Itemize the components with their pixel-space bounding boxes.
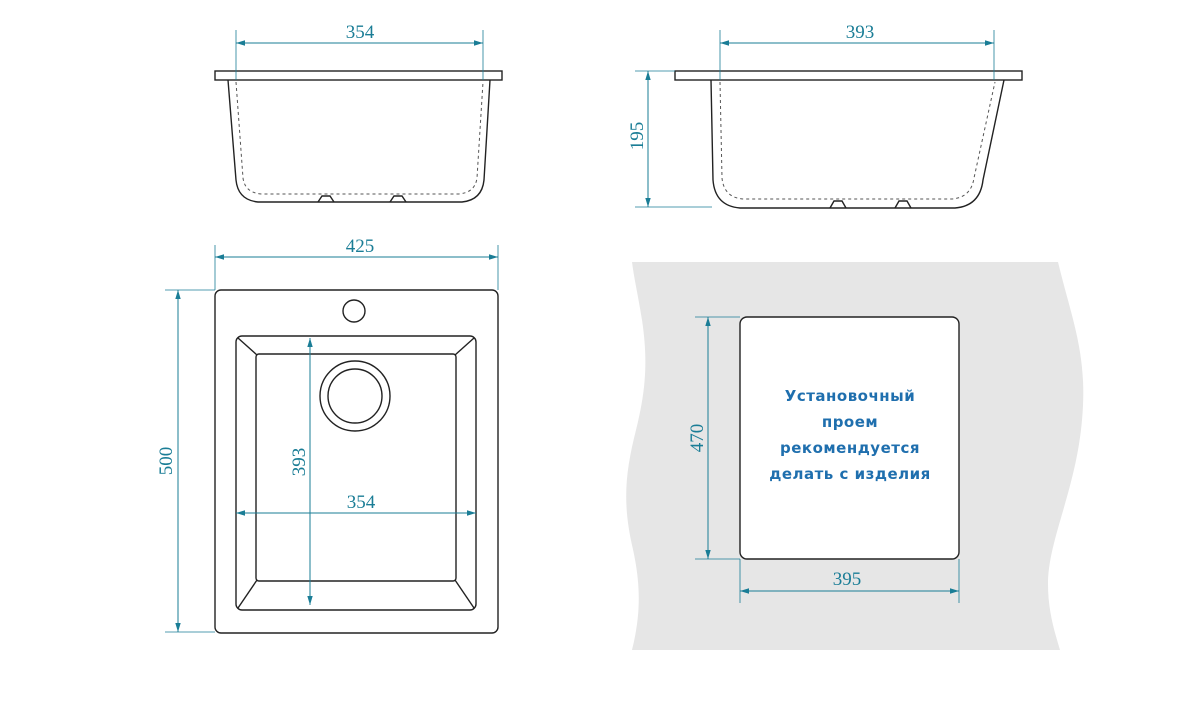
cutout-view: Установочный проем рекомендуется делать …	[626, 262, 1084, 650]
bevel-bl	[237, 579, 258, 609]
cutout-height-label: 470	[687, 424, 708, 453]
top-width-label: 425	[346, 236, 375, 257]
top-bowl-inner	[255, 353, 457, 582]
front-rim	[214, 70, 503, 81]
cutout-note-line4: делать с изделия	[769, 465, 931, 483]
top-height-label: 500	[156, 447, 177, 476]
side-drain	[829, 200, 847, 209]
bowl-height-label: 393	[289, 448, 310, 477]
top-bowl-outer	[235, 335, 477, 611]
drain-inner	[327, 368, 383, 424]
cutout-width-label: 395	[833, 569, 862, 590]
cutout-note-line1: Установочный	[785, 387, 915, 405]
side-view: 393 195	[627, 22, 1023, 209]
cutout-opening	[739, 316, 960, 560]
side-drain-2	[894, 200, 912, 209]
side-bowl	[710, 79, 1005, 209]
front-view: 354	[214, 22, 503, 203]
side-bowl-inner	[719, 81, 996, 200]
side-height-label: 195	[627, 122, 648, 151]
front-width-label: 354	[346, 22, 375, 43]
front-drain	[317, 195, 335, 203]
cutout-note-line3: рекомендуется	[780, 439, 920, 457]
drain-outer	[319, 360, 391, 432]
front-drain-2	[389, 195, 407, 203]
faucet-hole	[342, 299, 366, 323]
side-width-label: 393	[846, 22, 875, 43]
top-view: 425 500 393 354	[156, 236, 499, 634]
bevel-tr	[454, 337, 475, 356]
bowl-width-label: 354	[347, 492, 376, 513]
front-bowl-inner	[235, 81, 484, 195]
side-rim	[674, 70, 1023, 81]
top-outline	[214, 289, 499, 634]
front-bowl	[227, 79, 491, 203]
bevel-br	[454, 579, 475, 609]
bevel-tl	[237, 337, 258, 356]
cutout-note-line2: проем	[822, 413, 878, 431]
